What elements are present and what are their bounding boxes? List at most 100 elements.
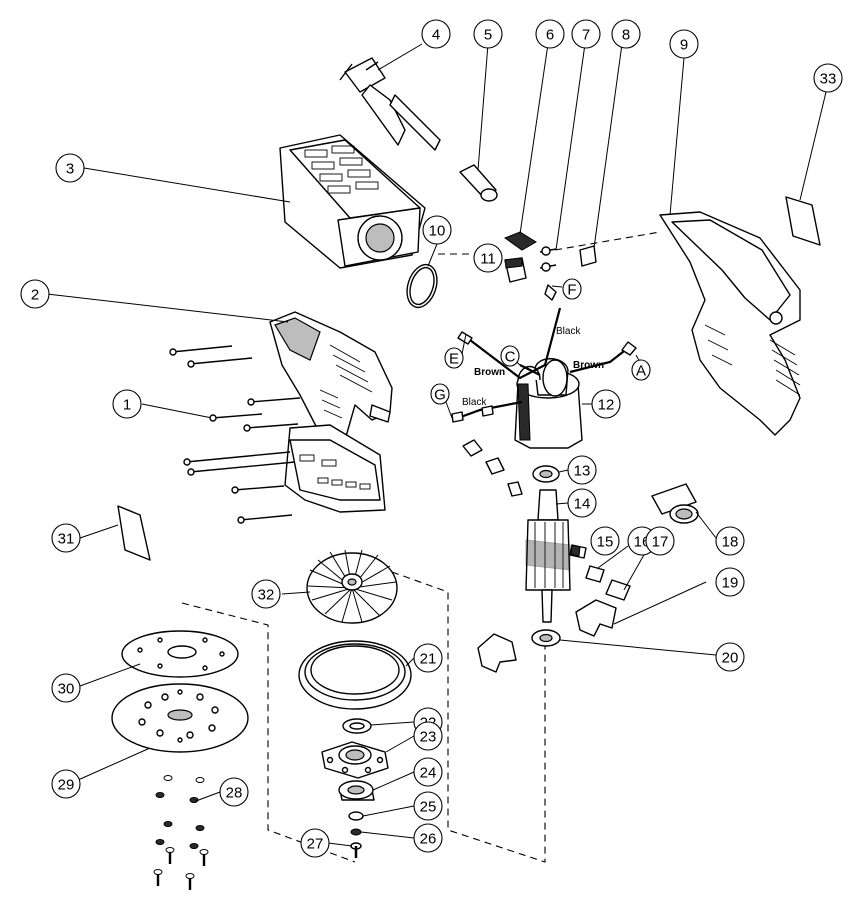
callout-11-text: 11: [480, 251, 496, 268]
callout-17-text: 17: [652, 534, 669, 551]
connection-letters: A C E F G: [430, 278, 651, 405]
callout-24-text: 24: [420, 765, 437, 782]
wire-label-black-top: Black: [556, 326, 581, 337]
callout-29-text: 29: [58, 777, 75, 794]
part-7-screws: [539, 43, 586, 272]
connection-G: G: [430, 383, 450, 405]
callout-4-text: 4: [432, 27, 440, 44]
part-13-bearing: [532, 465, 569, 483]
callout-14-text: 14: [574, 496, 591, 513]
callout-23: 23: [413, 721, 443, 751]
callout-7-text: 7: [582, 27, 590, 44]
callout-28-text: 28: [226, 785, 243, 802]
callout-3: 3: [55, 153, 85, 183]
part-31-label: [79, 505, 151, 561]
callout-2: 2: [20, 279, 50, 309]
part-26-spring-washer: [350, 828, 415, 839]
callout-20-text: 20: [722, 650, 739, 667]
callout-18: 18: [715, 526, 745, 556]
part-8-terminal: [579, 43, 623, 267]
callout-4: 4: [421, 19, 451, 49]
callout-27-text: 27: [307, 836, 324, 853]
part-30-gasket: [79, 630, 239, 687]
callout-30: 30: [51, 673, 81, 703]
part-21-seal-ring: [298, 640, 415, 710]
callout-25-text: 25: [420, 799, 437, 816]
callout-17: 17: [645, 526, 675, 556]
callout-20: 20: [715, 642, 745, 672]
part-16-brush: [585, 545, 629, 583]
part-callouts: 1234567891011121314151617181920212223242…: [20, 19, 843, 858]
callout-11: 11: [473, 243, 503, 273]
callout-15: 15: [590, 526, 620, 556]
callout-32: 32: [251, 579, 281, 609]
callout-19-text: 19: [722, 575, 739, 592]
callout-8: 8: [611, 19, 641, 49]
callout-14: 14: [567, 488, 597, 518]
part-29-sanding-pad: [77, 683, 249, 781]
part-11-switch: [504, 257, 527, 283]
part-18-knob: [651, 483, 717, 539]
callout-33: 33: [813, 63, 843, 93]
callout-1-text: 1: [123, 397, 131, 414]
callout-27: 27: [300, 828, 330, 858]
connection-G-text: G: [434, 387, 446, 404]
connection-A-text: A: [636, 363, 646, 380]
connection-F-text: F: [567, 282, 576, 299]
callout-19: 19: [715, 567, 745, 597]
part-28-pad-screws: [153, 775, 221, 890]
callout-10: 10: [422, 215, 452, 245]
part-32-fan: [281, 549, 398, 624]
callout-30-text: 30: [58, 681, 75, 698]
callout-9: 9: [669, 29, 699, 59]
part-9-right-housing: [659, 57, 801, 436]
callout-12: 12: [591, 389, 621, 419]
callout-1: 1: [112, 389, 142, 419]
part-6-switch-button: [503, 43, 549, 251]
callout-6-text: 6: [546, 27, 554, 44]
wire-label-brown-left: Brown: [474, 367, 505, 378]
part-27-screw: [327, 842, 362, 858]
housing-screws: [169, 345, 301, 524]
brush-holder-left: [462, 439, 523, 497]
callout-21: 21: [413, 643, 443, 673]
callout-21-text: 21: [420, 651, 437, 668]
callout-5-text: 5: [484, 27, 492, 44]
callout-24: 24: [413, 757, 443, 787]
part-20-bearing: [531, 629, 717, 656]
callout-2-text: 2: [31, 287, 39, 304]
callout-5: 5: [473, 19, 503, 49]
part-12-stator: [451, 284, 637, 449]
part-33-label: [785, 91, 827, 246]
part-19-brush-housing: [477, 581, 707, 673]
callout-13: 13: [567, 455, 597, 485]
callout-33-text: 33: [820, 71, 837, 88]
connection-C: C: [500, 345, 520, 367]
callout-3-text: 3: [66, 161, 74, 178]
callout-26: 26: [413, 823, 443, 853]
part-15-brush-spring: [569, 544, 587, 559]
connection-F: F: [562, 278, 582, 300]
callout-13-text: 13: [574, 463, 591, 480]
callout-18-text: 18: [722, 534, 739, 551]
callout-7: 7: [571, 19, 601, 49]
connection-E-text: E: [449, 351, 459, 368]
part-1-base-housing: [141, 403, 386, 513]
part-3-housing-cover: [279, 134, 426, 269]
callout-8-text: 8: [622, 27, 630, 44]
part-14-armature: [525, 489, 571, 623]
wire-label-black-left: Black: [462, 397, 487, 408]
wire-label-brown-right: Brown: [573, 360, 604, 371]
part-5-cable-sleeve: [459, 43, 498, 202]
connection-C-text: C: [505, 349, 516, 366]
callout-9-text: 9: [680, 37, 688, 54]
callout-10-text: 10: [429, 223, 446, 240]
callout-29: 29: [51, 769, 81, 799]
part-2-left-housing: [46, 293, 393, 471]
callout-12-text: 12: [598, 397, 615, 414]
part-4-power-cable: [339, 43, 441, 151]
callout-31-text: 31: [58, 531, 75, 548]
part-17-brush-cap: [605, 552, 646, 601]
part-24-bearing: [338, 771, 415, 801]
